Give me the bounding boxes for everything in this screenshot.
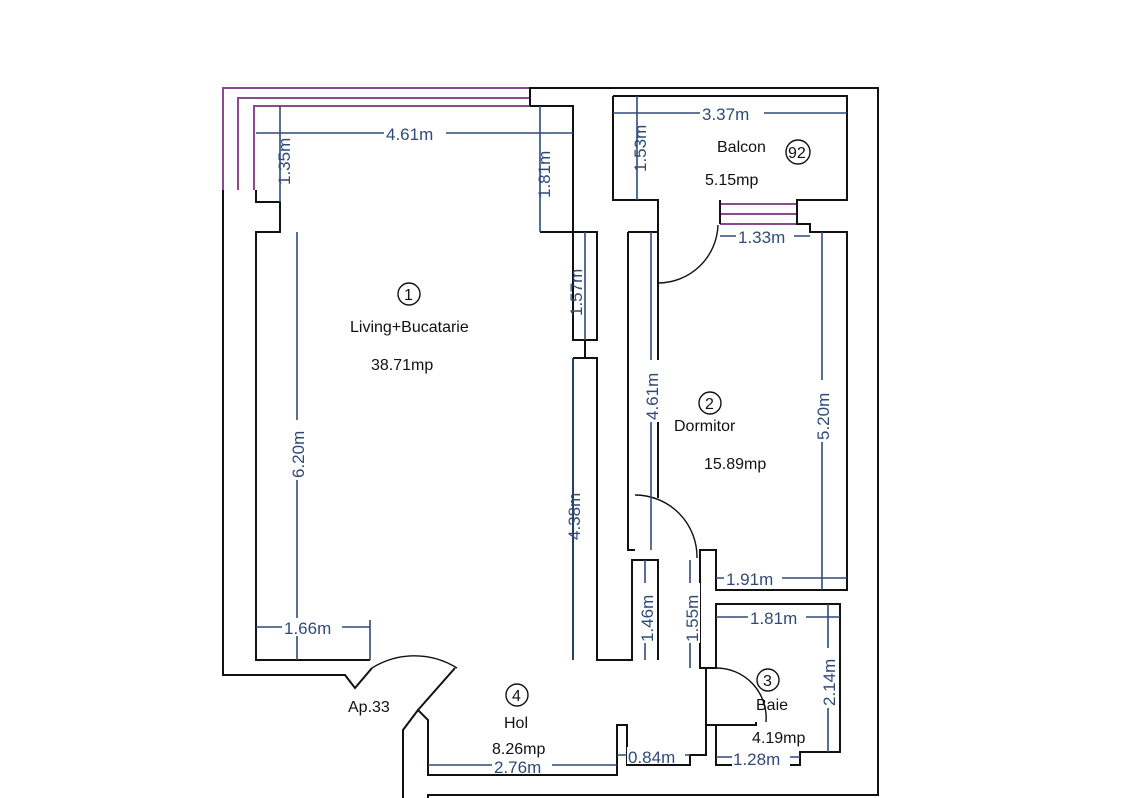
room-number-4: 4 (512, 688, 521, 705)
room-area-balcon: 5.15mp (705, 172, 758, 189)
dim-living-top-left: 1.35m (275, 138, 294, 185)
purple-parapet (222, 87, 797, 225)
room-area-hol: 8.26mp (492, 741, 545, 758)
dim-dormitor-bottom: 1.91m (726, 570, 773, 589)
dim-balcon-height: 1.53m (631, 125, 650, 172)
room-area-living: 38.71mp (371, 357, 433, 374)
room-name-living: Living+Bucatarie (350, 319, 469, 336)
room-labels: 1 Living+Bucatarie 38.71mp 2 Dormitor 15… (348, 139, 811, 758)
dim-living-right-lower: 4.38m (565, 493, 584, 540)
dim-dormitor-left: 4.61m (643, 373, 662, 420)
dim-hol-niche: 0.84m (628, 748, 675, 767)
door-swings (371, 224, 767, 723)
room-name-dormitor: Dormitor (674, 418, 736, 435)
dim-living-left: 6.20m (289, 431, 308, 478)
room-number-1: 1 (404, 287, 413, 304)
room-name-hol: Hol (504, 715, 528, 732)
dim-living-right-upper: 1.57m (567, 269, 586, 316)
dim-baie-height: 2.14m (820, 659, 839, 706)
dim-living-top: 4.61m (386, 125, 433, 144)
room-number-2: 2 (705, 396, 714, 413)
room-name-balcon: Balcon (717, 139, 766, 156)
dim-balcon-width: 3.37m (702, 105, 749, 124)
room-number-92: 92 (788, 145, 806, 162)
dim-living-bottom: 1.66m (284, 619, 331, 638)
dim-living-top-right: 1.81m (535, 151, 554, 198)
dim-hol-wall-1: 1.46m (638, 595, 657, 642)
room-area-baie: 4.19mp (752, 730, 805, 747)
room-name-baie: Baie (756, 697, 788, 714)
dim-hol-wall-2: 1.55m (683, 595, 702, 642)
dim-baie-top: 1.81m (750, 609, 797, 628)
room-number-3: 3 (763, 673, 772, 690)
room-area-dormitor: 15.89mp (704, 456, 766, 473)
dim-baie-bottom: 1.28m (733, 750, 780, 769)
dim-balcon-door: 1.33m (738, 228, 785, 247)
apartment-label: Ap.33 (348, 699, 390, 716)
dim-dormitor-right: 5.20m (814, 393, 833, 440)
dimension-labels: 4.61m 1.35m 1.81m 1.57m 6.20m 4.38m 1.66… (275, 104, 839, 777)
dim-hol-bottom: 2.76m (494, 758, 541, 777)
